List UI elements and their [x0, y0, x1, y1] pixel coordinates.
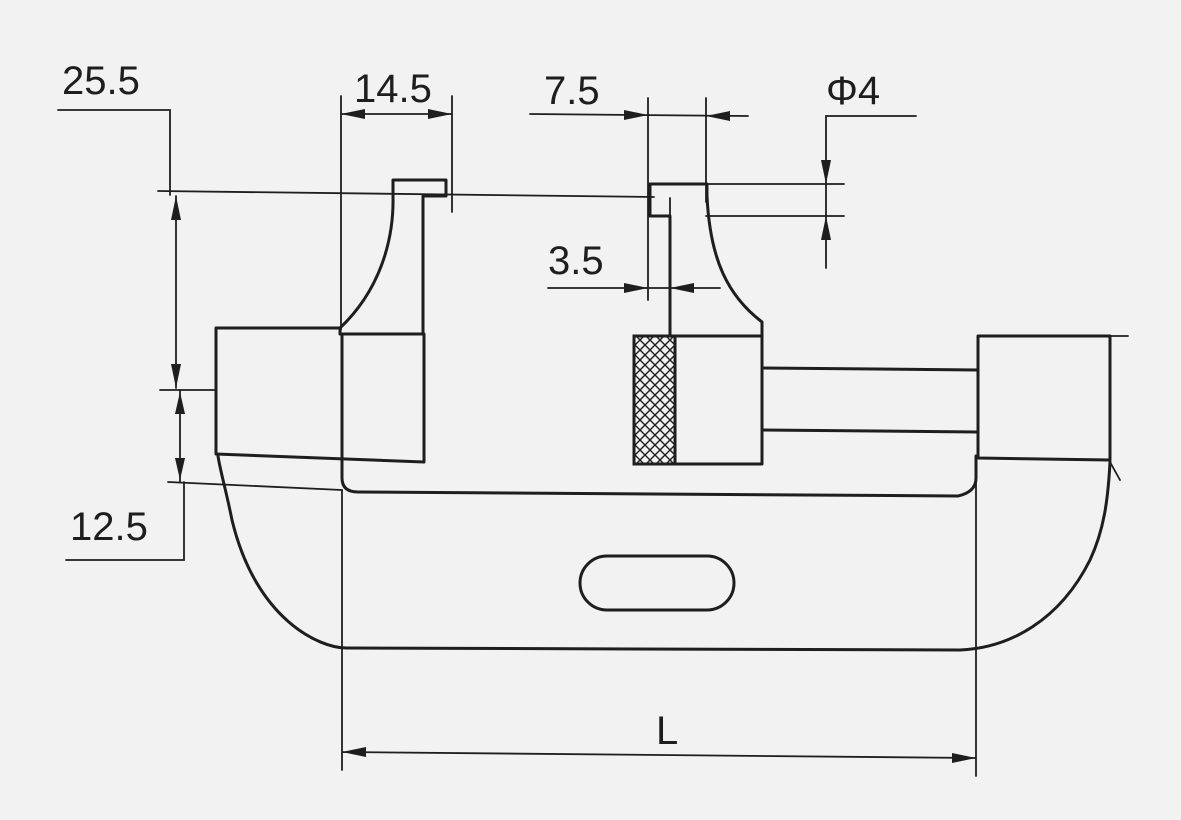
- arrow-left-14-5: [341, 109, 365, 119]
- extension-base: [167, 481, 343, 491]
- base-slot: [578, 554, 736, 612]
- label-14-5: 14.5: [354, 67, 432, 111]
- spindle-sleeve: [760, 366, 980, 434]
- dim-phi-4: [699, 115, 917, 269]
- arrow-in-7-5-right: [706, 111, 730, 121]
- label-12-5: 12.5: [70, 505, 148, 549]
- leader-12-5: [65, 481, 185, 561]
- leader-25-5: [57, 109, 171, 196]
- right-edge-mark: [1109, 335, 1129, 481]
- arrow-up-12-5: [175, 392, 185, 414]
- dim-14-5: [340, 95, 453, 331]
- dim-L: [341, 469, 977, 777]
- arrow-up-25-5: [171, 196, 181, 220]
- label-25-5: 25.5: [62, 59, 140, 103]
- arrow-left-L: [342, 747, 366, 757]
- arrow-down-25-5: [171, 364, 181, 388]
- dimension-labels: 25.5 14.5 7.5 Φ4 3.5 12.5 L: [62, 59, 880, 753]
- dimension-lines: [57, 95, 977, 777]
- arrow-right-14-5: [428, 109, 452, 119]
- label-3-5: 3.5: [548, 239, 604, 283]
- arrow-right-L: [952, 753, 976, 763]
- frame-body: [214, 178, 1129, 652]
- spindle-neck: [648, 182, 764, 338]
- arrow-left-3-5: [670, 283, 694, 293]
- arrow-down-12-5: [175, 458, 185, 480]
- left-block: [214, 326, 426, 464]
- extension-top: [157, 190, 655, 198]
- spindle-block: [673, 334, 764, 466]
- frame-cavity: [340, 332, 978, 498]
- hatched-clamp: [632, 334, 677, 466]
- arrow-in-7-5-left: [624, 110, 648, 120]
- label-L: L: [656, 709, 678, 753]
- arrow-up-phi: [821, 216, 831, 240]
- arrow-down-phi: [821, 160, 831, 184]
- arrow-right-3-5: [624, 283, 648, 293]
- label-phi-4: Φ4: [826, 69, 880, 113]
- frame-outer: [216, 454, 1112, 652]
- right-block: [976, 334, 1112, 462]
- label-7-5: 7.5: [544, 69, 600, 113]
- fixed-anvil: [338, 178, 448, 336]
